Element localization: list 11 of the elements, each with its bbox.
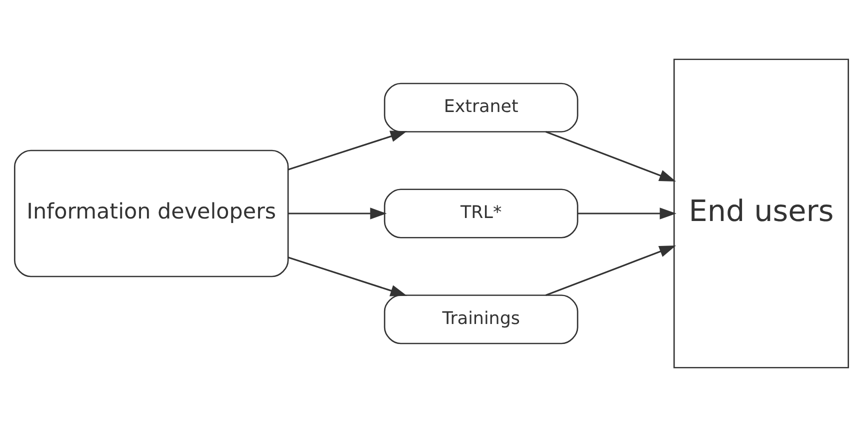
arrow	[288, 256, 408, 296]
arrow	[545, 131, 676, 182]
arrow	[545, 246, 676, 296]
arrow	[288, 208, 387, 220]
node-box: End users	[673, 58, 850, 368]
node-box: TRL*	[384, 188, 578, 238]
node-box: Information developers	[14, 150, 289, 278]
arrow	[578, 208, 676, 220]
arrow	[288, 130, 408, 170]
node-box: Trainings	[384, 294, 578, 344]
node-box: Extranet	[384, 82, 578, 132]
